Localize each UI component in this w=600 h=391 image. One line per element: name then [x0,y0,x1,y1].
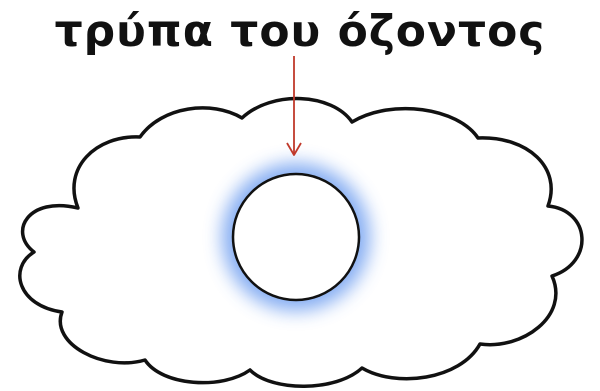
ozone-hole [233,174,359,300]
